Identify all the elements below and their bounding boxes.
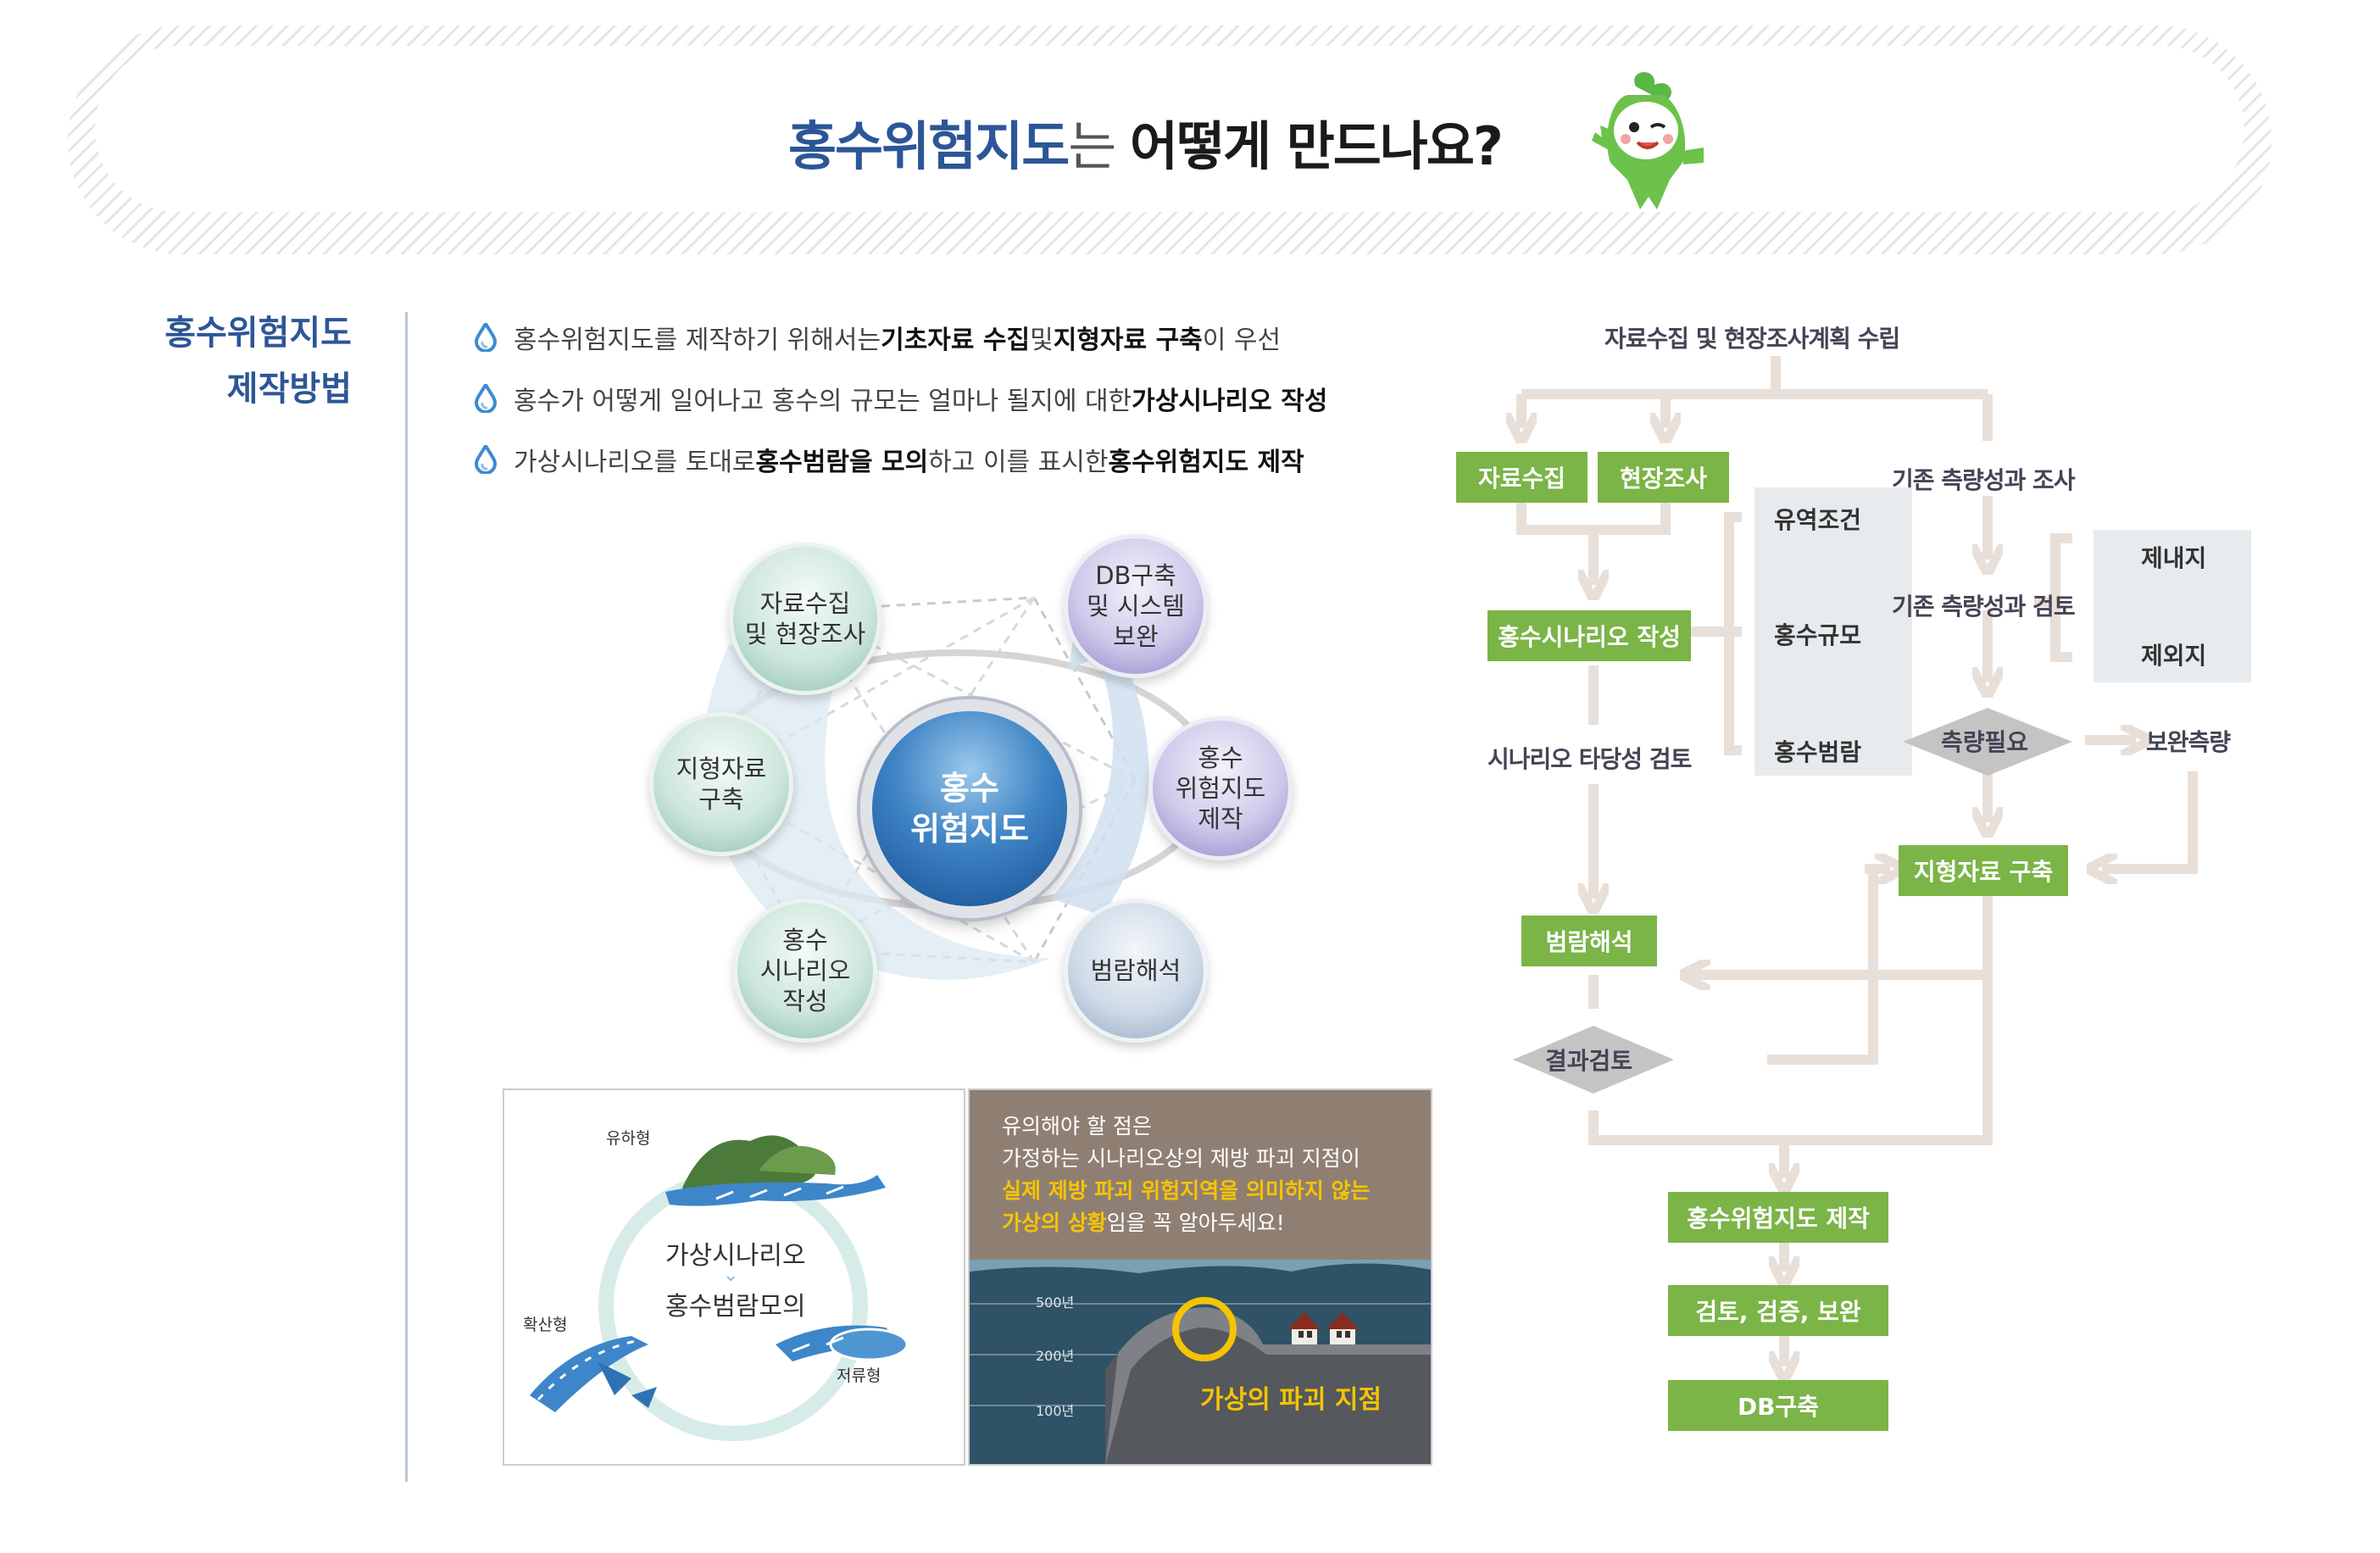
scenario-criteria-box: [1754, 487, 1912, 776]
land-outer: 제외지: [2141, 642, 2207, 670]
cycle-node-label: DB구축 및 시스템 보완: [1087, 561, 1185, 651]
title-particle: 는: [1068, 115, 1130, 177]
page-title: 홍수위험지도는 어떻게 만드나요?: [788, 103, 1504, 180]
note-tail: 임을 꼭 알아두세요!: [1106, 1211, 1285, 1235]
flow-map: 홍수위험지도 제작: [1668, 1192, 1888, 1243]
cycle-node-label: 지형자료 구축: [676, 754, 767, 814]
flow-db: DB구축: [1668, 1380, 1888, 1431]
flow-terrain: 지형자료 구축: [1899, 845, 2068, 896]
criteria-basin: 유역조건: [1774, 506, 1862, 534]
water-drop-icon: [475, 323, 497, 352]
return-period-100: 100년: [1036, 1403, 1075, 1419]
flow-need: 측량필요: [1941, 728, 2029, 756]
note-line1: 유의해야 할 점은: [1002, 1114, 1152, 1138]
flow-validity: 시나리오 타당성 검토: [1488, 745, 1692, 773]
flood-type-left-label: 확산형: [523, 1316, 568, 1334]
section-title-line1: 홍수위험지도: [164, 314, 352, 353]
flow-field-survey: 현장조사: [1598, 452, 1729, 503]
flow-data-collection: 자료수집: [1456, 452, 1588, 503]
header-banner-inner: [95, 46, 2244, 212]
center-node-label: 홍수 위험지도: [910, 770, 1029, 848]
land-inner: 제내지: [2141, 544, 2207, 572]
flow-existing-survey: 기존 측량성과 조사: [1892, 466, 2076, 494]
bullet-text: 홍수가 어떻게 일어나고 홍수의 규모는 얼마나 될지에 대한: [514, 387, 1132, 416]
note-highlight: 실제 제방 파괴 위험지역을 의미하지 않는: [1002, 1178, 1371, 1203]
bullet-bold: 홍수범람을 모의: [755, 448, 929, 477]
note-box: [970, 1090, 1431, 1260]
center-node: 홍수 위험지도: [860, 699, 1079, 918]
flow-verify: 검토, 검증, 보완: [1668, 1285, 1888, 1336]
flow-existing-review: 기존 측량성과 검토: [1892, 593, 2076, 621]
bullet-item: 홍수가 어떻게 일어나고 홍수의 규모는 얼마나 될지에 대한 가상시나리오 작…: [475, 380, 1327, 417]
cycle-node-label: 홍수 위험지도 제작: [1175, 743, 1266, 833]
flood-type-right-label: 저류형: [837, 1367, 881, 1385]
levee-note-panel: 유의해야 할 점은 가정하는 시나리오상의 제방 파괴 지점이 실제 제방 파괴…: [968, 1088, 1432, 1466]
scenario-illustration: 유하형 확산형 저류형 가상시나리오 ⌄ 홍수범람모의: [503, 1088, 965, 1466]
cycle-node-label: 범람해석: [1090, 956, 1182, 985]
levee-break-illustration: [970, 1260, 1431, 1464]
bullet-bold: 홍수위험지도 제작: [1108, 448, 1304, 477]
flood-type-illustration: [530, 1135, 909, 1441]
chevron-down-icon: ⌄: [723, 1265, 739, 1286]
flow-scenario: 홍수시나리오 작성: [1488, 610, 1691, 661]
note-text: 유의해야 할 점은 가정하는 시나리오상의 제방 파괴 지점이 실제 제방 파괴…: [1002, 1110, 1409, 1239]
cycle-node-db-system: DB구축 및 시스템 보완: [1064, 534, 1208, 678]
bullet-text: 이 우선: [1202, 326, 1282, 355]
mascot-icon: [1592, 72, 1704, 209]
cycle-node-terrain: 지형자료 구축: [649, 712, 793, 856]
water-drop-icon: [475, 384, 497, 413]
section-title-line2: 제작방법: [226, 370, 352, 409]
section-title: 홍수위험지도 제작방법: [119, 305, 352, 417]
bullet-text: 하고 이를 표시한: [928, 448, 1109, 477]
bullet-bold: 기초자료 수집: [881, 326, 1031, 355]
bullet-text: 및: [1030, 326, 1054, 355]
title-highlight: 홍수위험지도: [788, 115, 1070, 177]
flow-inundation: 범람해석: [1521, 916, 1657, 966]
cycle-node-scenario: 홍수 시나리오 작성: [733, 899, 877, 1043]
cycle-node-inundation: 범람해석: [1064, 899, 1208, 1043]
flow-result: 결과검토: [1545, 1047, 1633, 1075]
bullet-text: 홍수위험지도를 제작하기 위해서는: [514, 326, 881, 355]
title-question: 어떻게 만드나요?: [1130, 115, 1504, 177]
cycle-node-data-collection: 자료수집 및 현장조사: [729, 543, 881, 695]
note-line2: 가정하는 시나리오상의 제방 파괴 지점이: [1002, 1146, 1360, 1171]
bullet-bold: 가상시나리오 작성: [1132, 387, 1328, 416]
flow-plan: 자료수집 및 현장조사계획 수립: [1604, 325, 1900, 353]
result-diamond: [1513, 1026, 1674, 1094]
water-drop-icon: [475, 445, 497, 474]
simulation-center-label: 홍수범람모의: [665, 1292, 806, 1322]
cycle-node-label: 홍수 시나리오 작성: [759, 926, 851, 1016]
note-highlight: 가상의 상황: [1002, 1211, 1107, 1235]
criteria-flood: 홍수범람: [1774, 738, 1862, 766]
flow-supplement: 보완측량: [2146, 728, 2231, 756]
cycle-node-label: 자료수집 및 현장조사: [744, 589, 866, 648]
flowchart-connectors: [1441, 356, 2198, 1441]
bullet-text: 가상시나리오를 토대로: [514, 448, 756, 477]
flood-type-top-label: 유하형: [606, 1129, 651, 1148]
need-diamond: [1903, 708, 2072, 776]
land-type-box: [2094, 530, 2251, 682]
break-point-label: 가상의 파괴 지점: [1200, 1385, 1382, 1415]
cycle-node-map-production: 홍수 위험지도 제작: [1148, 716, 1293, 860]
return-period-500: 500년: [1036, 1294, 1075, 1311]
criteria-scale: 홍수규모: [1774, 621, 1862, 649]
return-period-200: 200년: [1036, 1348, 1075, 1364]
section-divider: [405, 312, 408, 1482]
scenario-center-label: 가상시나리오: [665, 1241, 806, 1271]
bullet-bold: 지형자료 구축: [1053, 326, 1203, 355]
